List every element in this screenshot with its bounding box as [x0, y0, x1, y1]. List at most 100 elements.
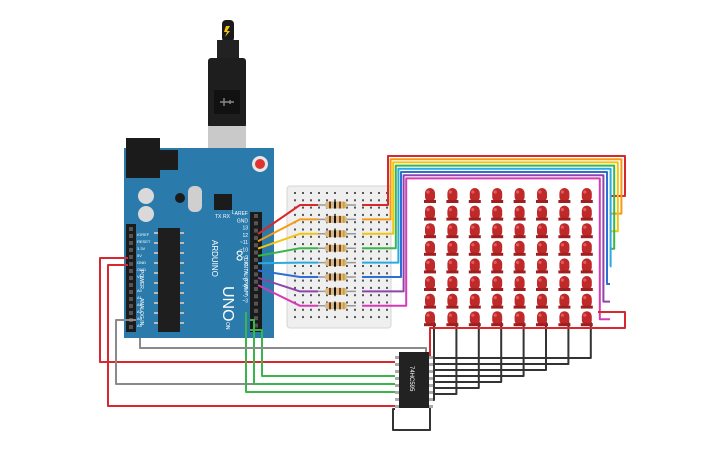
led[interactable] — [536, 293, 548, 309]
led[interactable] — [491, 205, 504, 221]
wire[interactable] — [250, 319, 395, 385]
wire-column[interactable] — [433, 322, 480, 389]
wire[interactable] — [257, 232, 318, 250]
led[interactable] — [446, 205, 459, 221]
led[interactable] — [536, 188, 548, 203]
wire[interactable] — [257, 204, 318, 235]
led[interactable] — [468, 293, 481, 309]
led[interactable] — [491, 258, 504, 274]
led[interactable] — [536, 240, 548, 256]
led[interactable] — [536, 311, 548, 327]
wire[interactable] — [107, 264, 395, 407]
wire[interactable] — [392, 405, 431, 431]
led[interactable] — [513, 205, 526, 221]
led[interactable] — [468, 240, 481, 256]
wire-column[interactable] — [433, 322, 435, 401]
wire[interactable] — [362, 161, 619, 235]
wire-column[interactable] — [433, 322, 503, 383]
led[interactable] — [491, 223, 504, 239]
wire[interactable] — [257, 269, 318, 278]
wire[interactable] — [362, 158, 623, 221]
wire[interactable] — [257, 276, 318, 293]
led[interactable] — [468, 276, 481, 291]
wire[interactable] — [257, 247, 318, 257]
led[interactable] — [424, 205, 436, 221]
led[interactable] — [491, 188, 504, 203]
led[interactable] — [558, 311, 571, 327]
led[interactable] — [536, 276, 548, 291]
led[interactable] — [491, 240, 504, 256]
wire-column[interactable] — [433, 322, 458, 395]
led[interactable] — [424, 311, 436, 327]
led[interactable] — [580, 223, 593, 239]
arduino-board[interactable]: ∞ ARDUINO UNO DIGITAL (PWM~) POWER ANALO… — [124, 138, 274, 338]
wire[interactable] — [257, 284, 318, 307]
led[interactable] — [513, 311, 526, 327]
led[interactable] — [424, 223, 436, 239]
led[interactable] — [536, 205, 548, 221]
wire-column[interactable] — [433, 322, 547, 371]
wire[interactable] — [362, 155, 626, 206]
led[interactable] — [424, 258, 436, 274]
wire[interactable] — [250, 329, 395, 377]
led[interactable] — [446, 240, 459, 256]
led-matrix[interactable] — [424, 188, 593, 327]
led[interactable] — [558, 205, 571, 221]
led[interactable] — [580, 240, 593, 256]
led[interactable] — [468, 188, 481, 203]
wire-column[interactable] — [433, 322, 592, 359]
led[interactable] — [580, 276, 593, 291]
led[interactable] — [513, 276, 526, 291]
led[interactable] — [580, 258, 593, 274]
led[interactable] — [558, 240, 571, 256]
led[interactable] — [513, 223, 526, 239]
wire[interactable] — [139, 338, 427, 352]
breadboard[interactable] — [286, 185, 392, 329]
wire[interactable] — [362, 167, 612, 268]
shift-register-74hc595[interactable]: 74HC595 — [395, 352, 433, 408]
wire[interactable] — [257, 218, 318, 243]
wire[interactable] — [257, 261, 318, 265]
wire[interactable] — [362, 164, 616, 250]
led[interactable] — [491, 311, 504, 327]
led[interactable] — [513, 240, 526, 256]
wire[interactable] — [429, 311, 626, 356]
led[interactable] — [468, 311, 481, 327]
led[interactable] — [558, 276, 571, 291]
wire[interactable] — [99, 257, 395, 363]
led[interactable] — [446, 223, 459, 239]
led[interactable] — [558, 293, 571, 309]
led[interactable] — [491, 276, 504, 291]
led[interactable] — [513, 293, 526, 309]
led[interactable] — [446, 293, 459, 309]
led[interactable] — [424, 188, 436, 203]
led[interactable] — [513, 258, 526, 274]
led[interactable] — [468, 205, 481, 221]
wire-column[interactable] — [433, 322, 570, 365]
led[interactable] — [491, 293, 504, 309]
led[interactable] — [424, 240, 436, 256]
led[interactable] — [580, 293, 593, 309]
wire[interactable] — [362, 174, 610, 303]
led[interactable] — [580, 311, 593, 327]
led[interactable] — [536, 223, 548, 239]
led[interactable] — [424, 276, 436, 291]
wire[interactable] — [362, 177, 610, 321]
wire-column[interactable] — [433, 322, 525, 377]
led[interactable] — [468, 258, 481, 274]
led[interactable] — [446, 188, 459, 203]
led[interactable] — [468, 223, 481, 239]
led[interactable] — [446, 276, 459, 291]
led[interactable] — [580, 205, 593, 221]
led[interactable] — [446, 258, 459, 274]
led[interactable] — [558, 223, 571, 239]
led[interactable] — [580, 188, 593, 203]
wire[interactable] — [245, 312, 395, 393]
led[interactable] — [558, 258, 571, 274]
led[interactable] — [446, 311, 459, 327]
wire[interactable] — [362, 171, 610, 285]
led[interactable] — [424, 293, 436, 309]
led[interactable] — [558, 188, 571, 203]
led[interactable] — [513, 188, 526, 203]
led[interactable] — [536, 258, 548, 274]
